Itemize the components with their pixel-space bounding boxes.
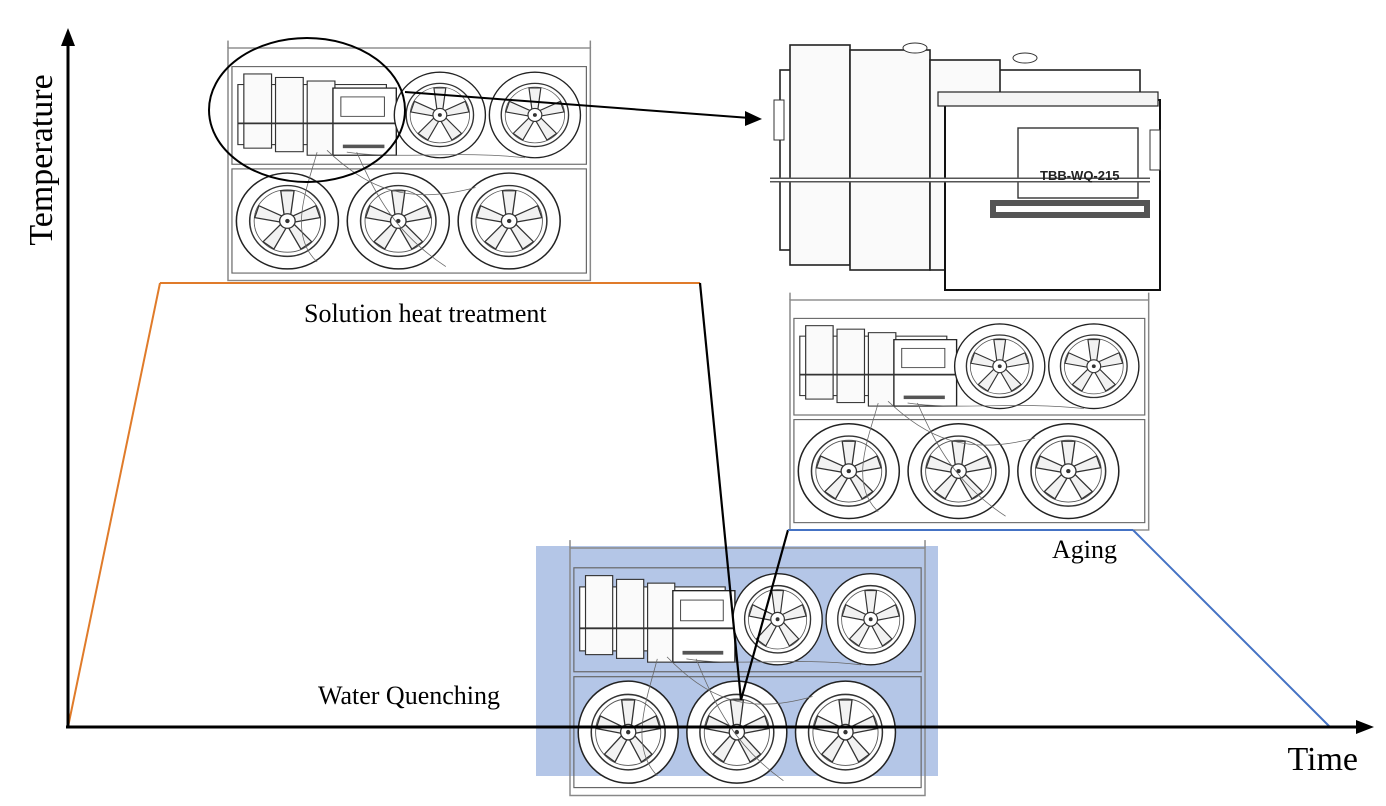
aging-rise-line (739, 529, 790, 701)
cooling-ramp-line (1132, 529, 1331, 728)
temperature-logger-enlarged: TBB-WQ-215 (770, 42, 1161, 291)
zoom-arrow-head (745, 111, 762, 126)
zoom-arrow-line (404, 91, 751, 119)
rack-aging (790, 293, 1149, 530)
y-axis-label: Temperature (23, 74, 60, 245)
y-axis-arrowhead (61, 28, 75, 46)
water-quenching-label: Water Quenching (318, 681, 500, 710)
x-axis-arrowhead (1356, 720, 1374, 734)
aging-label: Aging (1052, 535, 1117, 564)
quench-drop-line (698, 282, 743, 701)
solution-heat-treatment-label: Solution heat treatment (304, 299, 547, 328)
logger-highlight-ellipse (208, 37, 406, 183)
rack-solution-heat-treatment (228, 41, 590, 281)
logger-model-label: TBB-WQ-215 (1040, 168, 1119, 183)
x-axis-label: Time (1287, 741, 1358, 778)
heating-ramp-line (67, 282, 161, 728)
